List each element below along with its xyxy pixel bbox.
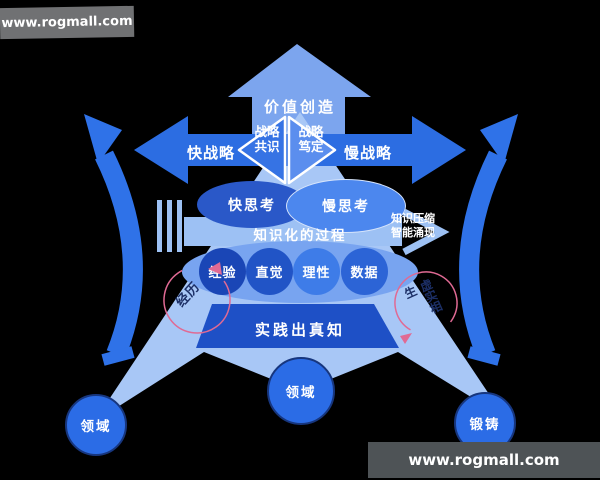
- source-circle-data: 数据: [341, 248, 388, 295]
- strategy-fast-label: 快战略: [186, 144, 235, 162]
- source-circle-intuition: 直觉: [246, 248, 293, 295]
- strategy-diamond: [237, 115, 337, 185]
- process-bar-label: 知识化的过程: [253, 228, 347, 244]
- bar-stripe-2: [167, 200, 172, 252]
- source-circle-rationality: 理性: [293, 248, 340, 295]
- side-note: 知识压缩 智能涌现: [384, 212, 442, 239]
- strategy-slow-label: 慢战略: [343, 144, 392, 162]
- domain-node-left: 领域: [65, 394, 127, 456]
- slow-thinking-label: 慢思考: [322, 199, 370, 215]
- diamond-left-half: [237, 115, 287, 185]
- left-cycle-foot: [101, 346, 135, 366]
- source-circle-experience: 经验: [199, 248, 246, 295]
- fast-thinking-ellipse: 快思考: [197, 181, 307, 228]
- watermark-top: www.rogmall.com: [0, 5, 135, 40]
- bar-stripe-1: [157, 200, 162, 252]
- practice-label: 实践出真知: [254, 321, 345, 339]
- watermark-bottom: www.rogmall.com: [368, 442, 600, 478]
- left-cycle-arrowhead: [84, 114, 122, 164]
- value-creation-label: 价值创造: [263, 98, 336, 116]
- diamond-right-line1: 战略: [298, 124, 324, 139]
- diamond-left-line2: 共识: [254, 139, 280, 154]
- domain-node-center: 领域: [267, 357, 335, 425]
- right-cycle-foot: [467, 346, 501, 366]
- right-cycle-arrowhead: [480, 114, 518, 164]
- right-cycle-arrow: [459, 150, 507, 358]
- side-note-line2: 智能涌现: [391, 225, 435, 239]
- diamond-left-label: 战略 共识: [244, 124, 290, 154]
- diamond-right-label: 战略 笃定: [288, 124, 334, 154]
- diamond-left-line1: 战略: [254, 124, 280, 139]
- bar-stripe-3: [177, 200, 182, 252]
- slow-thinking-ellipse: 慢思考: [286, 179, 406, 233]
- diamond-right-line2: 笃定: [298, 139, 324, 154]
- diamond-right-half: [287, 115, 337, 185]
- fast-thinking-label: 快思考: [228, 197, 276, 214]
- side-note-line1: 知识压缩: [391, 212, 435, 225]
- left-cycle-arrow: [95, 150, 143, 358]
